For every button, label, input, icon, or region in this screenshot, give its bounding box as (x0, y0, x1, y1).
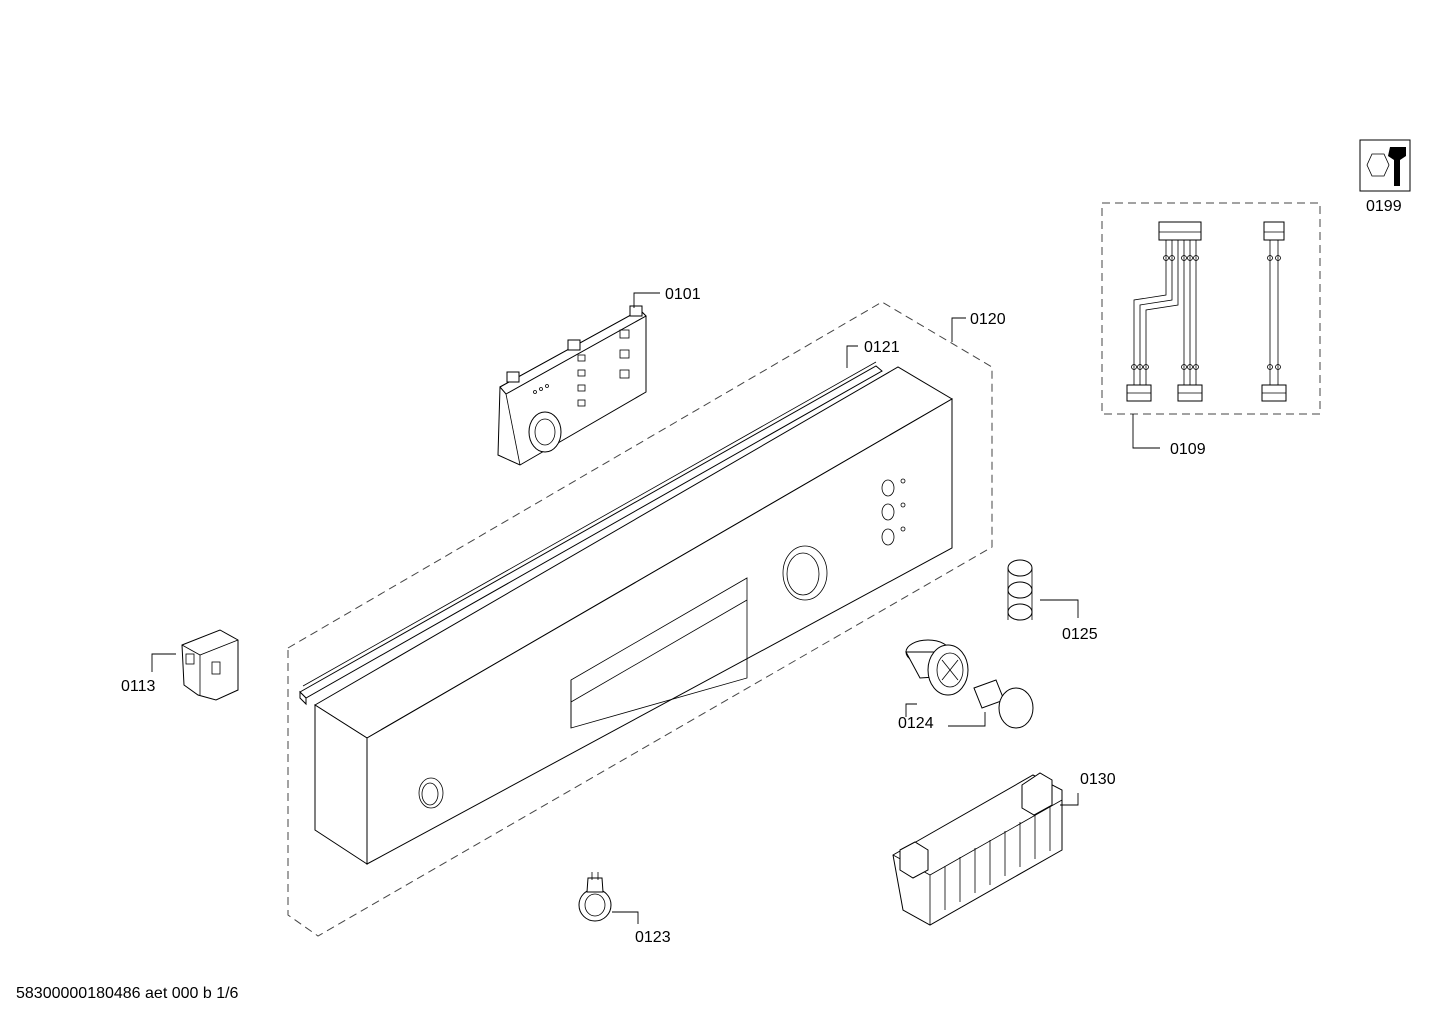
trim-strip-0121 (299, 361, 883, 706)
label-0130: 0130 (1080, 771, 1116, 788)
bracket-0113 (151, 629, 239, 701)
leader-0121 (846, 345, 858, 368)
drawing-reference: 58300000180486 aet 000 b 1/6 (16, 985, 239, 1002)
label-0121: 0121 (864, 339, 900, 356)
label-0113: 0113 (121, 678, 156, 695)
button-caps-0125 (1007, 559, 1079, 621)
clip-0123 (578, 872, 639, 924)
assembly-outline-0120 (287, 301, 993, 937)
wrench-nut-icon (1359, 139, 1411, 192)
label-0101: 0101 (665, 286, 701, 303)
label-0109: 0109 (1170, 441, 1206, 458)
control-module-0101 (497, 292, 660, 466)
label-0125: 0125 (1062, 626, 1098, 643)
label-0120: 0120 (970, 311, 1006, 328)
label-0123: 0123 (635, 929, 671, 946)
holder-0130 (892, 772, 1079, 926)
knob-0124 (905, 639, 1034, 729)
label-0199: 0199 (1366, 198, 1402, 215)
control-panel (314, 366, 953, 865)
leader-0120 (951, 317, 966, 342)
label-0124: 0124 (898, 715, 934, 732)
wiring-harness-0109 (1101, 202, 1321, 449)
